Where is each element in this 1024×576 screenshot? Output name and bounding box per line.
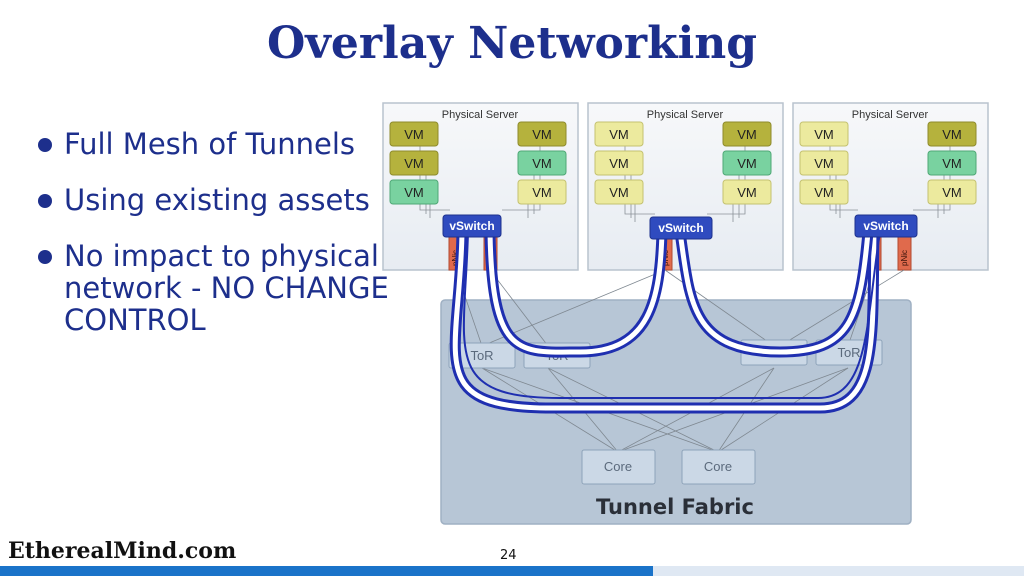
vm-label: VM bbox=[609, 185, 629, 200]
overlay-tunnels bbox=[449, 226, 881, 414]
vm-label: VM bbox=[404, 156, 424, 171]
vm-label: VM bbox=[814, 127, 834, 142]
vm-box: VM bbox=[799, 179, 849, 205]
vm-label: VM bbox=[532, 156, 552, 171]
vm-label: VM bbox=[814, 185, 834, 200]
vm-box: VM bbox=[594, 179, 644, 205]
vm-label: VM bbox=[609, 127, 629, 142]
vm-label: VM bbox=[942, 127, 962, 142]
page-number: 24 bbox=[500, 548, 517, 563]
vm-label: VM bbox=[737, 185, 757, 200]
vm-box: VM bbox=[594, 121, 644, 147]
server-label: Physical Server bbox=[647, 109, 724, 121]
vm-box: VM bbox=[389, 121, 439, 147]
core-switch: Core bbox=[681, 449, 756, 485]
bullet-item: Full Mesh of Tunnels bbox=[34, 128, 434, 160]
vm-label: VM bbox=[814, 156, 834, 171]
vm-box: VM bbox=[927, 179, 977, 205]
vm-label: VM bbox=[404, 185, 424, 200]
bullet-dot-icon bbox=[38, 250, 52, 264]
vm-box: VM bbox=[517, 150, 567, 176]
vm-box: VM bbox=[799, 121, 849, 147]
vm-box: VM bbox=[927, 121, 977, 147]
vm-box: VM bbox=[927, 150, 977, 176]
vm-label: VM bbox=[532, 185, 552, 200]
server-label: Physical Server bbox=[852, 109, 929, 121]
server-label: Physical Server bbox=[442, 109, 519, 121]
bullet-item: Using existing assets bbox=[34, 184, 434, 216]
footer-bar-light bbox=[653, 566, 1024, 576]
pnic-label: pNic bbox=[451, 250, 460, 266]
vm-box: VM bbox=[799, 150, 849, 176]
core-switch: Core bbox=[581, 449, 656, 485]
vswitch-label: vSwitch bbox=[863, 219, 908, 233]
vswitch: vSwitch bbox=[649, 216, 713, 240]
vswitch-label: vSwitch bbox=[658, 221, 703, 235]
vm-label: VM bbox=[404, 127, 424, 142]
vm-label: VM bbox=[737, 156, 757, 171]
vm-box: VM bbox=[389, 179, 439, 205]
vm-box: VM bbox=[722, 121, 772, 147]
pnic-label: pNic bbox=[900, 250, 909, 266]
vm-label: VM bbox=[942, 156, 962, 171]
bullet-dot-icon bbox=[38, 138, 52, 152]
vswitch-label: vSwitch bbox=[449, 219, 494, 233]
vswitch: vSwitch bbox=[854, 214, 918, 238]
vm-label: VM bbox=[942, 185, 962, 200]
core-label: Core bbox=[604, 459, 632, 474]
core-label: Core bbox=[704, 459, 732, 474]
footer-bar bbox=[0, 566, 1024, 576]
vm-box: VM bbox=[517, 179, 567, 205]
vm-label: VM bbox=[609, 156, 629, 171]
bullet-list: Full Mesh of Tunnels Using existing asse… bbox=[34, 128, 434, 336]
vm-box: VM bbox=[594, 150, 644, 176]
bullet-item: No impact to physical network - NO CHANG… bbox=[34, 240, 434, 336]
vm-box: VM bbox=[389, 150, 439, 176]
slide-title: Overlay Networking bbox=[266, 18, 758, 69]
vm-box: VM bbox=[722, 150, 772, 176]
tunnel-fabric-label: Tunnel Fabric bbox=[596, 495, 754, 519]
tor-label: ToR bbox=[470, 348, 493, 363]
bullet-dot-icon bbox=[38, 194, 52, 208]
pnic-port: pNic bbox=[897, 235, 912, 271]
vm-box: VM bbox=[722, 179, 772, 205]
vswitch: vSwitch bbox=[442, 214, 502, 238]
brand-logo-text: EtherealMind.com bbox=[8, 538, 237, 564]
vm-label: VM bbox=[737, 127, 757, 142]
vm-box: VM bbox=[517, 121, 567, 147]
vm-label: VM bbox=[532, 127, 552, 142]
tor-label: ToR bbox=[837, 345, 860, 360]
